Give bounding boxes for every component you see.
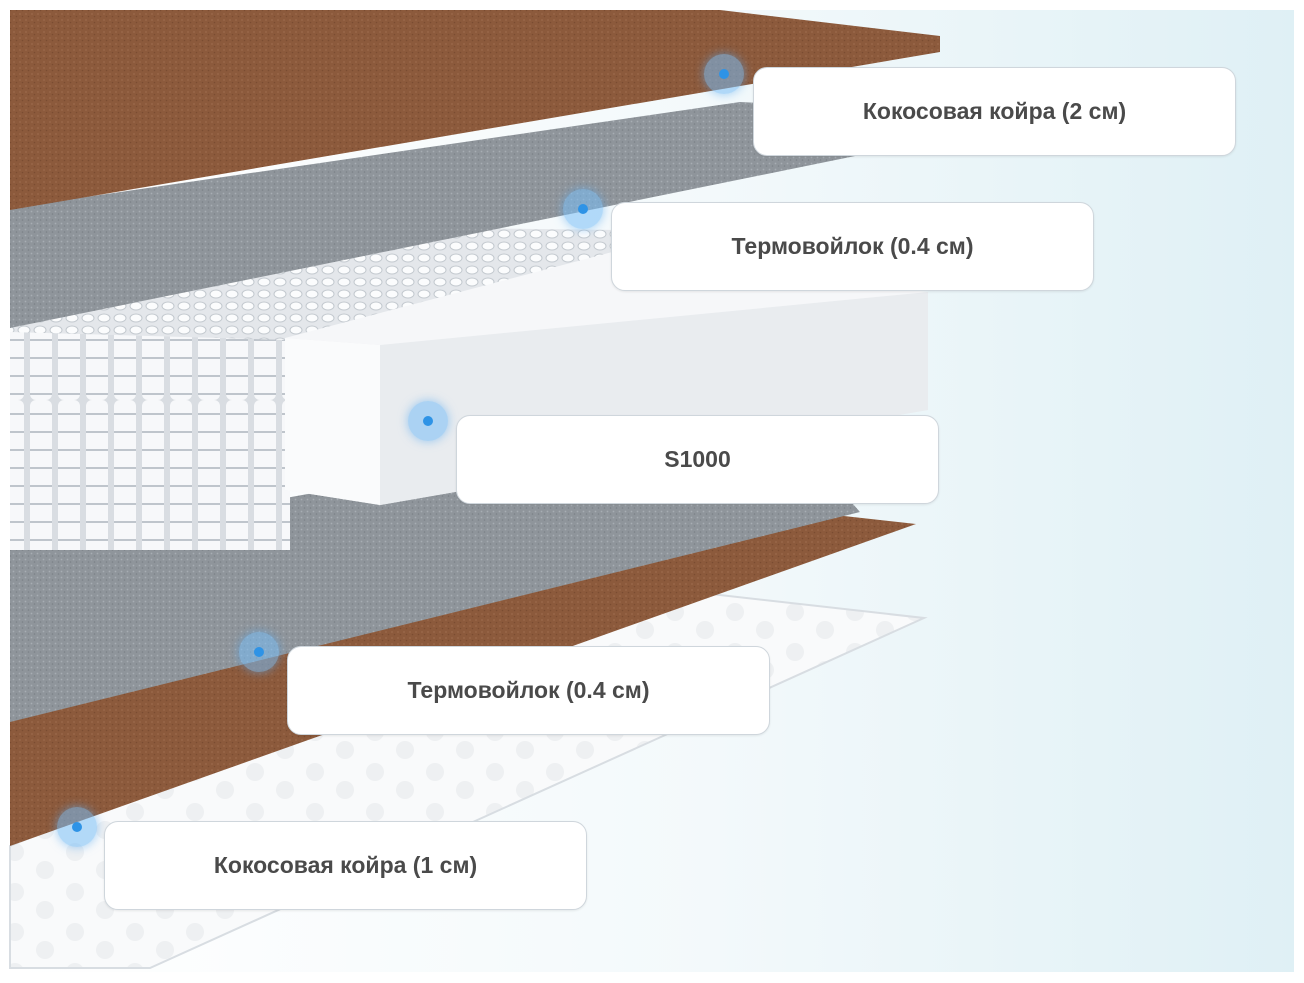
layer-marker-5 (57, 807, 97, 847)
layer-label-1: Кокосовая койра (2 см) (862, 98, 1127, 124)
layer-callout-2: Термовойлок (0.4 см) (611, 202, 1094, 291)
layer-callout-3: S1000 (456, 415, 939, 504)
layer-marker-3 (408, 401, 448, 441)
layer-callout-1: Кокосовая койра (2 см) (753, 67, 1236, 156)
layer-callout-5: Кокосовая койра (1 см) (104, 821, 587, 910)
layer-marker-1 (704, 54, 744, 94)
layer-label-4: Термовойлок (0.4 см) (407, 677, 650, 703)
layer-marker-2 (563, 189, 603, 229)
layer-label-2: Термовойлок (0.4 см) (731, 233, 974, 259)
layer-label-5: Кокосовая койра (1 см) (213, 852, 478, 878)
layer-label-3: S1000 (664, 446, 731, 472)
layer-callout-4: Термовойлок (0.4 см) (287, 646, 770, 735)
layer-marker-4 (239, 632, 279, 672)
